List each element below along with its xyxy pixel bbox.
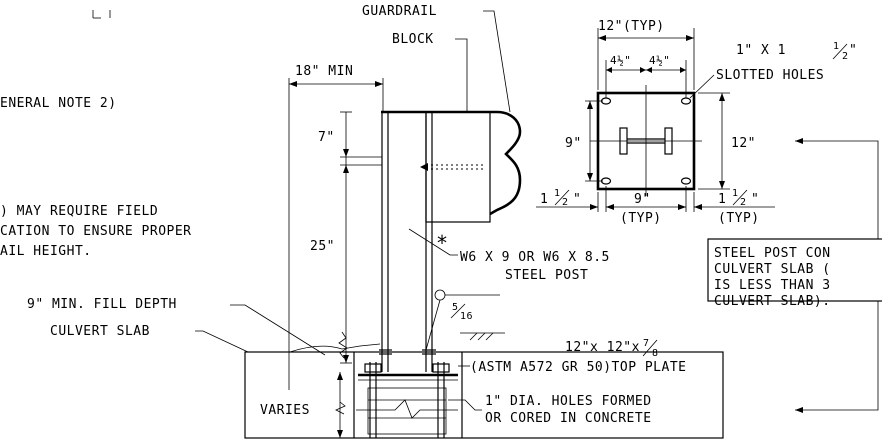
holes-label-line-1: 1" DIA. HOLES FORMED xyxy=(485,394,652,409)
dim-9-vertical: 9" xyxy=(565,136,582,151)
edge-dim-right: 1 xyxy=(718,192,726,207)
field-note-line-1: ) MAY REQUIRE FIELD xyxy=(0,204,158,219)
culvert-slab-leader xyxy=(195,330,249,353)
holes-label-line-2: OR CORED IN CONCRETE xyxy=(485,411,652,426)
field-note-line-3: AIL HEIGHT. xyxy=(0,244,92,259)
plate-frac-bot: 8 xyxy=(652,348,659,359)
note-box-line-4: CULVERT SLAB). xyxy=(714,294,831,309)
height-dimensions: 7" 25" xyxy=(310,111,382,364)
guardrail-label: GUARDRAIL xyxy=(362,4,437,19)
top-plate-plan-view: 12"(TYP) 4½" 4½" 1" X 1 1 2 " SLOTTED HO… xyxy=(536,19,857,226)
dim-12-vertical: 12" xyxy=(731,136,756,151)
slotted-holes-label: SLOTTED HOLES xyxy=(716,68,824,83)
weld-size-top: 5 xyxy=(452,302,459,313)
typ-label-a: (TYP) xyxy=(620,211,662,226)
fill-depth-leader xyxy=(230,304,326,356)
note-box-line-3: IS LESS THAN 3 xyxy=(714,278,831,293)
weld-size-bot: 16 xyxy=(460,311,473,322)
typ-12-label: 12"(TYP) xyxy=(598,19,665,34)
dim-25-label: 25" xyxy=(310,239,335,254)
plate-frac-top: 7 xyxy=(643,338,650,349)
note-box-line-1: STEEL POST CON xyxy=(714,246,831,261)
guardrail-leader xyxy=(483,10,511,113)
general-note-text: ENERAL NOTE 2) xyxy=(0,96,117,111)
edge-dim-left-quote: " xyxy=(573,192,581,207)
edge-dim-right-quote: " xyxy=(751,192,759,207)
note-box-line-2: CULVERT SLAB ( xyxy=(714,262,831,277)
field-note-line-2: CATION TO ENSURE PROPER xyxy=(0,224,192,239)
slot-frac-bot: 2 xyxy=(842,51,849,62)
varies-label: VARIES xyxy=(260,403,310,418)
min-18-dimension: 18" MIN xyxy=(288,64,384,390)
slab-break-symbol xyxy=(356,399,458,419)
post-leader xyxy=(408,228,458,256)
ground-hatch xyxy=(289,332,505,353)
block xyxy=(420,111,491,223)
fill-depth-label: 9" MIN. FILL DEPTH xyxy=(27,297,177,312)
plate-spec-label: (ASTM A572 GR 50)TOP PLATE xyxy=(470,360,687,375)
star-note: * xyxy=(436,231,449,255)
slot-quote: " xyxy=(849,43,857,58)
min-18-label: 18" MIN xyxy=(295,64,353,79)
dim-9-horizontal: 9" xyxy=(634,192,651,207)
edge-dim-left: 1 xyxy=(540,192,548,207)
w-beam-guardrail xyxy=(489,110,522,216)
edge-dim-right-frac-bot: 2 xyxy=(740,197,747,208)
dim-7-label: 7" xyxy=(318,130,335,145)
post-label-line-1: W6 X 9 OR W6 X 8.5 xyxy=(460,250,610,265)
slot-frac-top: 1 xyxy=(833,41,840,52)
varies-dimension: VARIES xyxy=(260,372,346,438)
typ-label-b: (TYP) xyxy=(718,211,760,226)
weld-symbol: 5 16 xyxy=(425,289,500,351)
edge-dim-right-frac-top: 1 xyxy=(732,188,739,199)
anchor-bolts xyxy=(364,349,450,438)
plate-size-label: 12"x 12"x xyxy=(565,340,640,355)
slot-size-label: 1" X 1 xyxy=(736,43,786,58)
corner-mark xyxy=(92,10,111,19)
edge-dim-left-frac-bot: 2 xyxy=(562,197,569,208)
half-dim-right: 4½" xyxy=(649,54,670,67)
top-plate-callout: 12"x 12"x 7 8 (ASTM A572 GR 50)TOP PLATE… xyxy=(448,338,687,426)
post-label-line-2: STEEL POST xyxy=(505,268,588,283)
fill-break-line xyxy=(338,331,348,359)
block-leader xyxy=(455,38,468,112)
edge-dim-left-frac-top: 1 xyxy=(554,188,561,199)
culvert-slab-label: CULVERT SLAB xyxy=(50,324,150,339)
note-box: STEEL POST CON CULVERT SLAB ( IS LESS TH… xyxy=(707,138,882,413)
half-dim-left: 4½" xyxy=(610,54,631,67)
block-label: BLOCK xyxy=(392,32,434,47)
culvert-slab xyxy=(244,351,724,439)
